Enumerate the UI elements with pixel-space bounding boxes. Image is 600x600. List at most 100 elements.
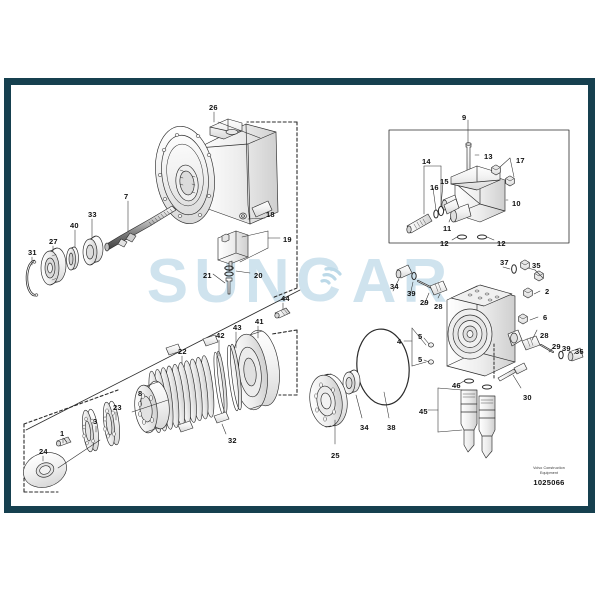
footer-brand-line2: Equipment	[539, 470, 559, 475]
part-40-spacer	[66, 246, 79, 271]
part-7-drive-shaft	[104, 205, 177, 252]
part-15-ring	[437, 205, 445, 217]
callout-6: 6	[543, 313, 548, 322]
part-12-orings	[456, 234, 488, 240]
callout-27: 27	[49, 237, 58, 246]
part-5-bolts	[428, 342, 434, 365]
callout-29: 29	[420, 298, 429, 307]
part-43-ring	[227, 343, 242, 412]
callout-10: 10	[512, 199, 521, 208]
part-3-valve-plate	[82, 408, 99, 453]
footer-brand-line1: Volvo Construction	[533, 466, 565, 470]
callout-29: 29	[552, 342, 561, 351]
callout-23: 23	[113, 403, 122, 412]
diagram-footer: Volvo Construction Equipment 1025066	[508, 466, 590, 487]
part-30-long-bolt	[497, 362, 528, 382]
callout-43: 43	[233, 323, 242, 332]
callout-16: 16	[430, 183, 439, 192]
callout-45: 45	[419, 407, 428, 416]
callout-46: 46	[452, 381, 461, 390]
callout-9: 9	[462, 113, 467, 122]
callout-15: 15	[440, 177, 449, 186]
part-21-bolt	[225, 277, 233, 295]
part-23-valve-plate	[103, 400, 120, 447]
callout-17: 17	[516, 156, 525, 165]
part-37-ring	[511, 264, 517, 274]
callout-11: 11	[443, 224, 452, 233]
part-45-spool-valves	[460, 389, 496, 459]
part-36-cap-right	[567, 347, 584, 362]
part-27-bearing	[40, 247, 67, 286]
part-46-orings	[463, 378, 493, 390]
part-33-bearing	[82, 235, 104, 266]
callout-36: 36	[575, 347, 584, 356]
part-11-sleeve	[443, 198, 460, 215]
callout-42: 42	[216, 331, 225, 340]
part-25-flange	[309, 373, 348, 428]
callout-44: 44	[281, 294, 290, 303]
part-41-brake-drum	[232, 329, 280, 411]
callout-13: 13	[484, 152, 493, 161]
part-24-thrust-plate	[23, 452, 67, 488]
part-16-ring	[433, 209, 439, 219]
part-29-stud-left	[417, 280, 433, 289]
part-42-ring	[213, 350, 228, 415]
part-6-fitting	[518, 313, 528, 325]
callout-4: 4	[397, 337, 402, 346]
diagram-inner-border	[10, 84, 589, 507]
callout-30: 30	[523, 393, 532, 402]
part-39-washer-left	[411, 271, 417, 281]
callout-5: 5	[418, 332, 423, 341]
callout-1: 1	[60, 429, 65, 438]
callout-3: 3	[93, 417, 98, 426]
part-34-bearing	[342, 369, 361, 395]
callout-2: 2	[545, 287, 550, 296]
part-18-plug	[239, 212, 247, 220]
part-31-snap-ring	[25, 259, 39, 297]
callout-7: 7	[124, 192, 129, 201]
callout-38: 38	[387, 423, 396, 432]
assembly-split-line	[25, 289, 301, 431]
callout-19: 19	[283, 235, 292, 244]
callout-28: 28	[540, 331, 549, 340]
callout-40: 40	[70, 221, 79, 230]
callout-14: 14	[422, 157, 431, 166]
callout-35: 35	[532, 261, 541, 270]
callout-24: 24	[39, 447, 48, 456]
callout-5: 5	[418, 355, 423, 364]
part-14-spool-assembly	[406, 213, 433, 234]
callout-32: 32	[228, 436, 237, 445]
callout-28: 28	[434, 302, 443, 311]
callout-21: 21	[203, 271, 212, 280]
callout-39: 39	[407, 289, 416, 298]
callout-39: 39	[562, 344, 571, 353]
callout-26: 26	[209, 103, 218, 112]
group-boundary-dashed	[23, 121, 298, 493]
callout-37: 37	[500, 258, 509, 267]
leader-lines	[31, 111, 577, 462]
callout-22: 22	[178, 347, 187, 356]
part-29-stud-right	[540, 344, 554, 353]
footer-diagram-code: 1025066	[533, 477, 565, 487]
part-44-pin	[274, 307, 291, 319]
callout-34: 34	[390, 282, 399, 291]
callout-12: 12	[497, 239, 506, 248]
part-1-pin	[55, 436, 72, 447]
part-19-solenoid-block	[217, 230, 249, 272]
callout-25: 25	[331, 451, 340, 460]
part-34-cap-left	[395, 264, 413, 279]
part-28-fitting-left	[429, 280, 448, 296]
relief-valve-inset-box	[388, 129, 570, 244]
callout-34: 34	[360, 423, 369, 432]
valve-port-block	[446, 284, 523, 377]
part-8-cylinder-block	[134, 380, 170, 434]
part-38-large-oring	[356, 328, 410, 406]
part-26-motor-housing	[155, 118, 279, 225]
callout-12: 12	[440, 239, 449, 248]
callout-31: 31	[28, 248, 37, 257]
callout-41: 41	[255, 317, 264, 326]
callout-18: 18	[266, 210, 275, 219]
part-2-fitting	[523, 287, 533, 299]
